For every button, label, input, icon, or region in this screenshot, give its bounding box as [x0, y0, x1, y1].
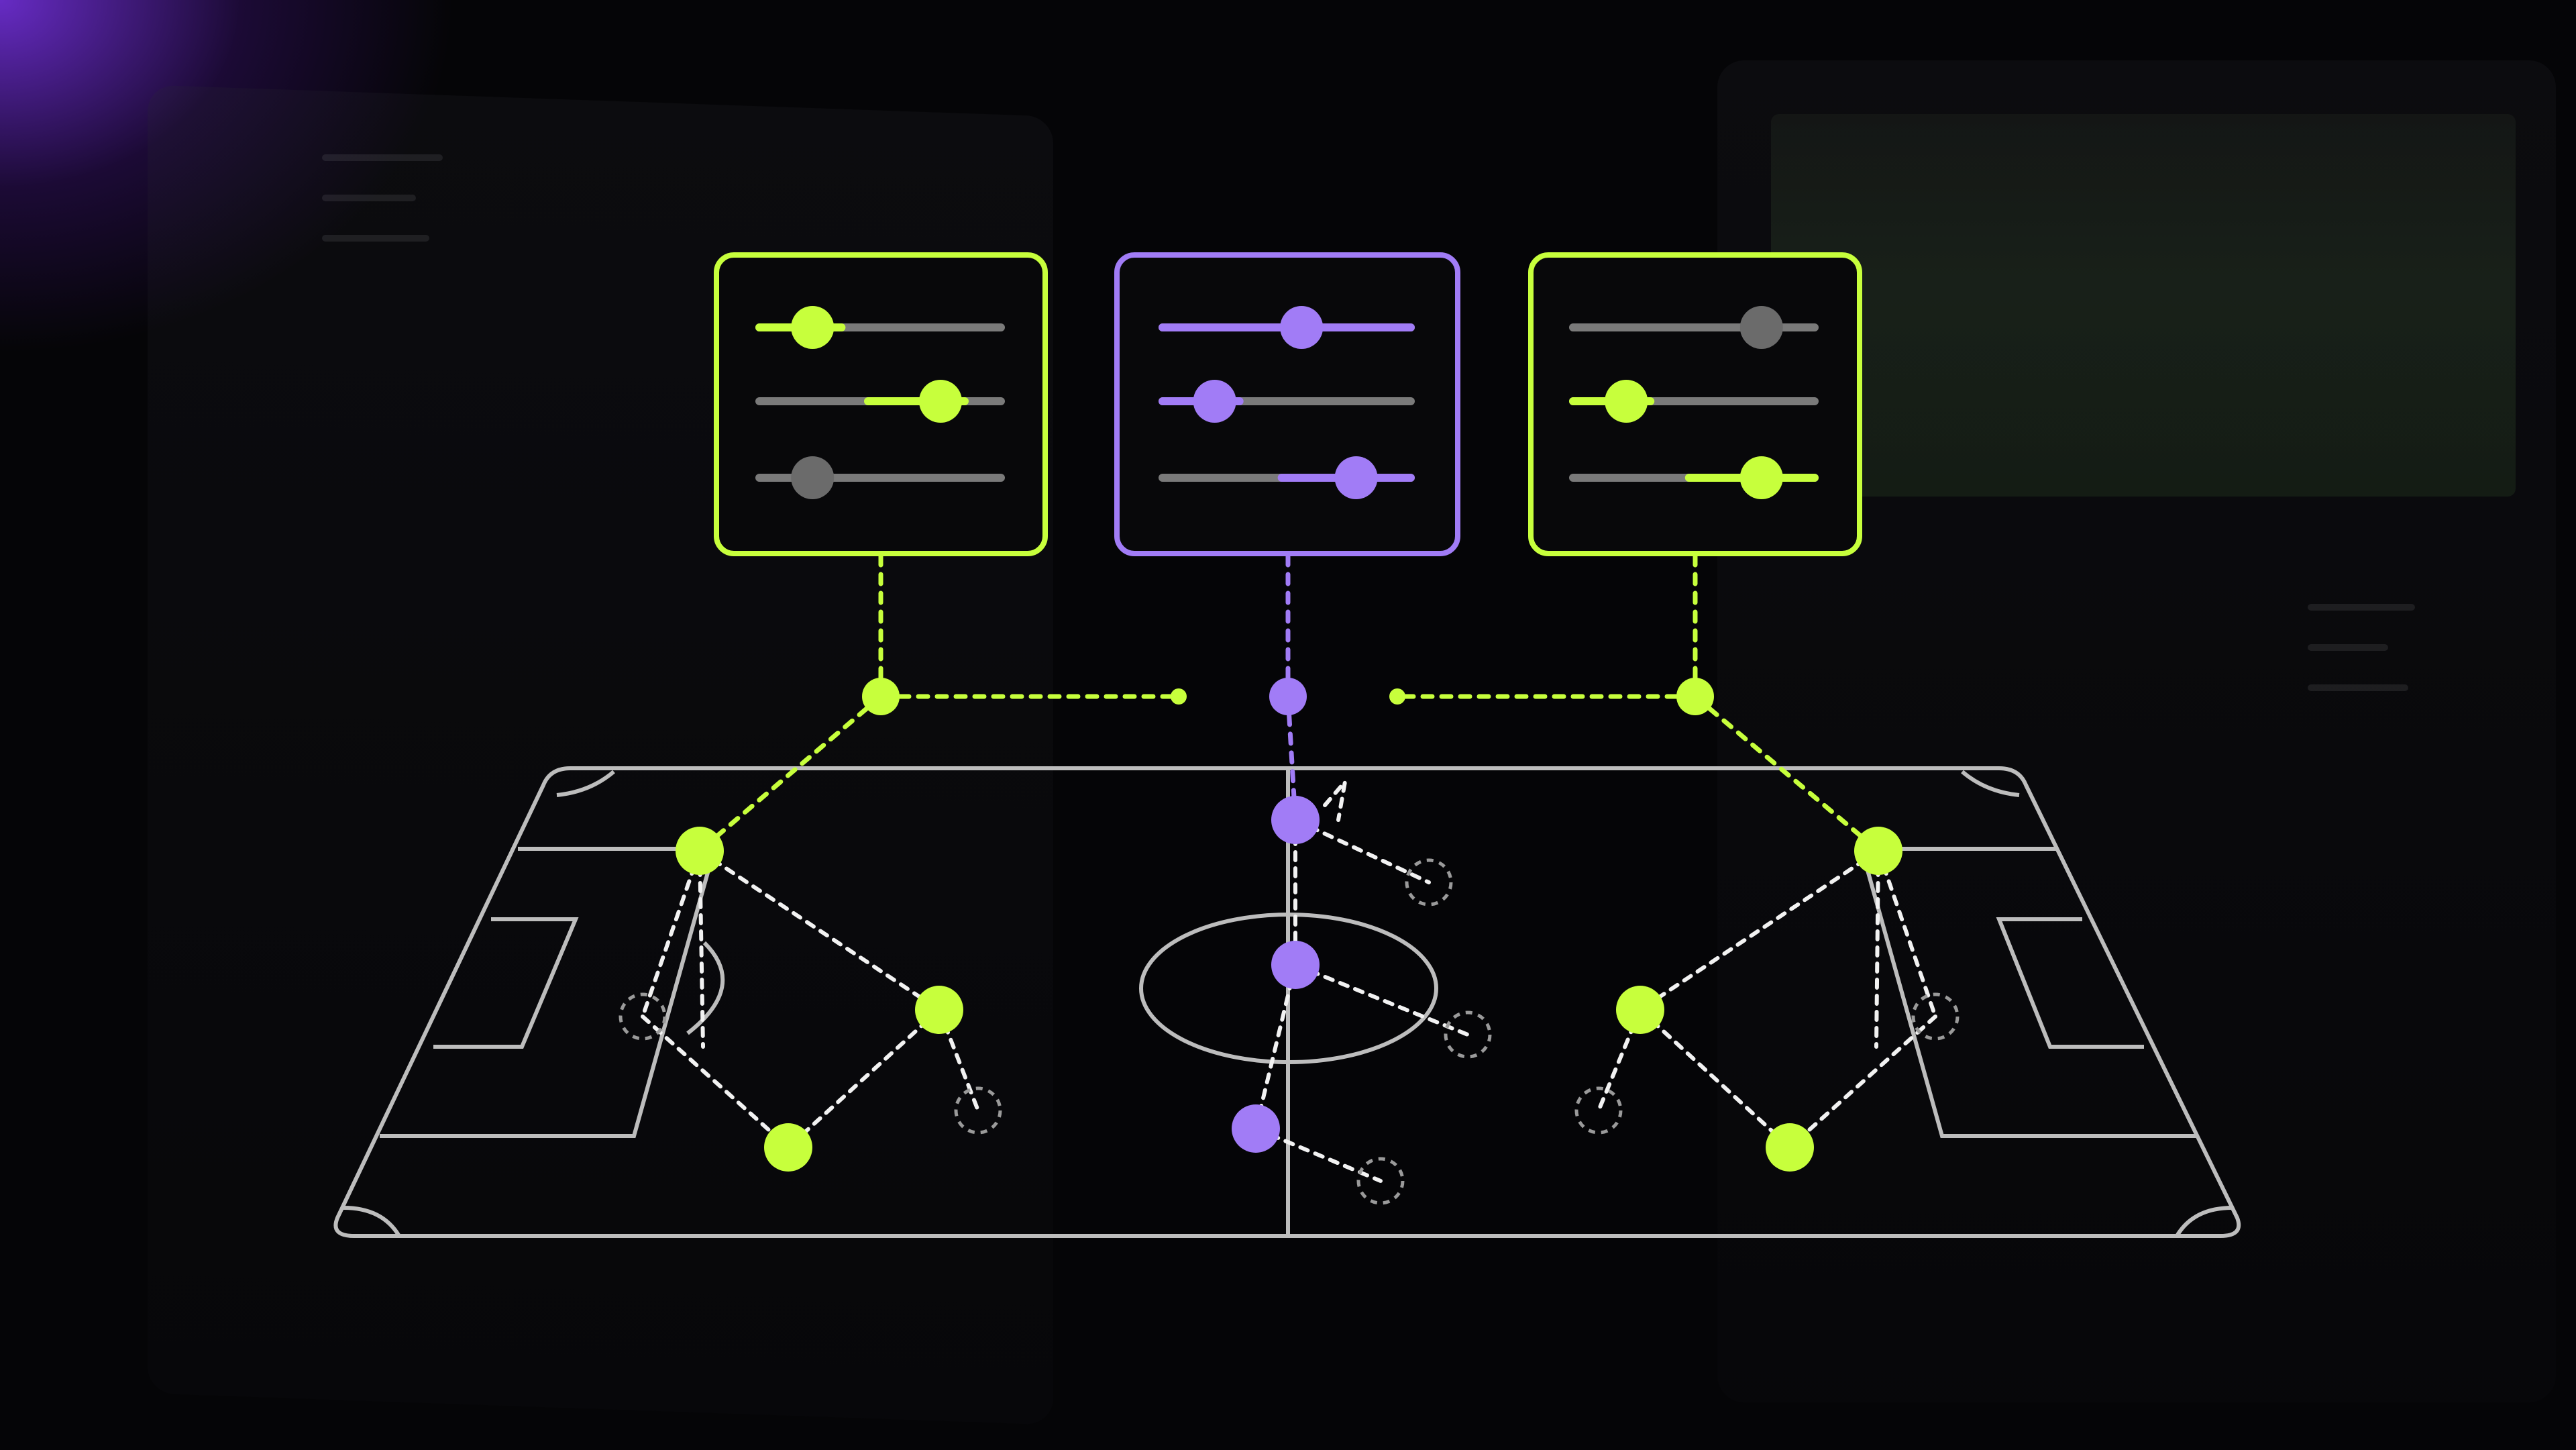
- right-connector-end-dot: [1389, 688, 1405, 705]
- ghost-position: [954, 1086, 1002, 1135]
- pass-line: [641, 849, 702, 1019]
- slider-knob[interactable]: [791, 456, 835, 499]
- center-connector-node: [1269, 678, 1307, 715]
- pass-line: [1254, 963, 1297, 1131]
- player-center-2[interactable]: [1271, 941, 1320, 989]
- background-text-line: [322, 235, 429, 242]
- left-connector-node: [862, 678, 900, 715]
- slider-knob[interactable]: [919, 380, 962, 423]
- pass-line: [1293, 963, 1470, 1037]
- slider-knob[interactable]: [1605, 380, 1648, 423]
- left-connector-end-dot: [1171, 688, 1187, 705]
- slider-knob[interactable]: [1739, 306, 1783, 349]
- ghost-position: [1574, 1086, 1623, 1135]
- pass-line: [1788, 1015, 1937, 1149]
- tactic-panel-right: [1528, 252, 1862, 556]
- slider[interactable]: [1159, 456, 1415, 499]
- player-left-3[interactable]: [764, 1123, 812, 1172]
- ghost-position: [1444, 1011, 1492, 1059]
- slider[interactable]: [755, 380, 1005, 423]
- player-left-1[interactable]: [676, 827, 724, 875]
- left-pitch-connector: [697, 694, 883, 853]
- slider[interactable]: [755, 456, 1005, 499]
- slider-knob[interactable]: [1739, 456, 1783, 499]
- connector-nodes: [862, 678, 1714, 715]
- pass-line: [1323, 774, 1348, 822]
- corner-arc-top-right: [1961, 770, 2020, 797]
- player-right-2[interactable]: [1616, 986, 1664, 1034]
- left-penalty-area: [380, 847, 717, 1138]
- corner-arc-bottom-right: [2175, 1206, 2233, 1237]
- pass-line: [641, 1015, 790, 1149]
- ghost-position: [1356, 1157, 1405, 1205]
- slider[interactable]: [1569, 456, 1819, 499]
- ghost-positions: [619, 858, 1960, 1205]
- center-circle: [1139, 913, 1438, 1064]
- pass-line: [1876, 849, 1937, 1019]
- right-goal-area: [1996, 917, 2144, 1049]
- slider-knob[interactable]: [1193, 380, 1236, 423]
- right-connector-node: [1676, 678, 1714, 715]
- slider-knob[interactable]: [1334, 456, 1378, 499]
- left-penalty-arc: [686, 941, 725, 1035]
- tactic-panels: [714, 252, 1862, 556]
- pass-line: [698, 849, 705, 1049]
- tactic-panel-left: [714, 252, 1048, 556]
- slider-knob[interactable]: [1280, 306, 1324, 349]
- ghost-position: [1911, 992, 1960, 1041]
- slider-knob[interactable]: [791, 306, 835, 349]
- right-penalty-area: [1859, 847, 2197, 1138]
- slider[interactable]: [1569, 380, 1819, 423]
- player-center-1[interactable]: [1271, 796, 1320, 844]
- panel-connectors: [697, 553, 1881, 853]
- slider[interactable]: [1159, 380, 1415, 423]
- right-pitch-connector: [1693, 694, 1881, 853]
- background-text-line: [322, 195, 416, 201]
- pass-line: [1638, 1008, 1792, 1149]
- background-text-line: [322, 154, 443, 161]
- pass-line: [1293, 818, 1431, 884]
- player-center-3[interactable]: [1232, 1104, 1280, 1153]
- player-right-1[interactable]: [1854, 827, 1902, 875]
- background-text-line: [2308, 604, 2415, 611]
- background-text-line: [2308, 684, 2408, 691]
- slider[interactable]: [1569, 306, 1819, 349]
- left-goal-area: [433, 917, 579, 1049]
- corner-arc-bottom-left: [343, 1206, 401, 1237]
- slider[interactable]: [755, 306, 1005, 349]
- pass-line: [786, 1008, 941, 1149]
- pass-line: [1874, 849, 1880, 1049]
- pass-line: [698, 849, 941, 1012]
- slider[interactable]: [1159, 306, 1415, 349]
- pass-line: [1638, 849, 1880, 1012]
- pitch-outline: [333, 766, 2241, 1238]
- ghost-position: [619, 992, 667, 1041]
- player-left-2[interactable]: [915, 986, 963, 1034]
- ghost-position: [1405, 858, 1453, 907]
- tactic-panel-center: [1114, 252, 1460, 556]
- player-right-3[interactable]: [1766, 1123, 1814, 1172]
- background-match-video: [1771, 114, 2516, 497]
- corner-arc-top-left: [556, 770, 615, 797]
- background-text-line: [2308, 644, 2388, 651]
- players: [676, 796, 1902, 1172]
